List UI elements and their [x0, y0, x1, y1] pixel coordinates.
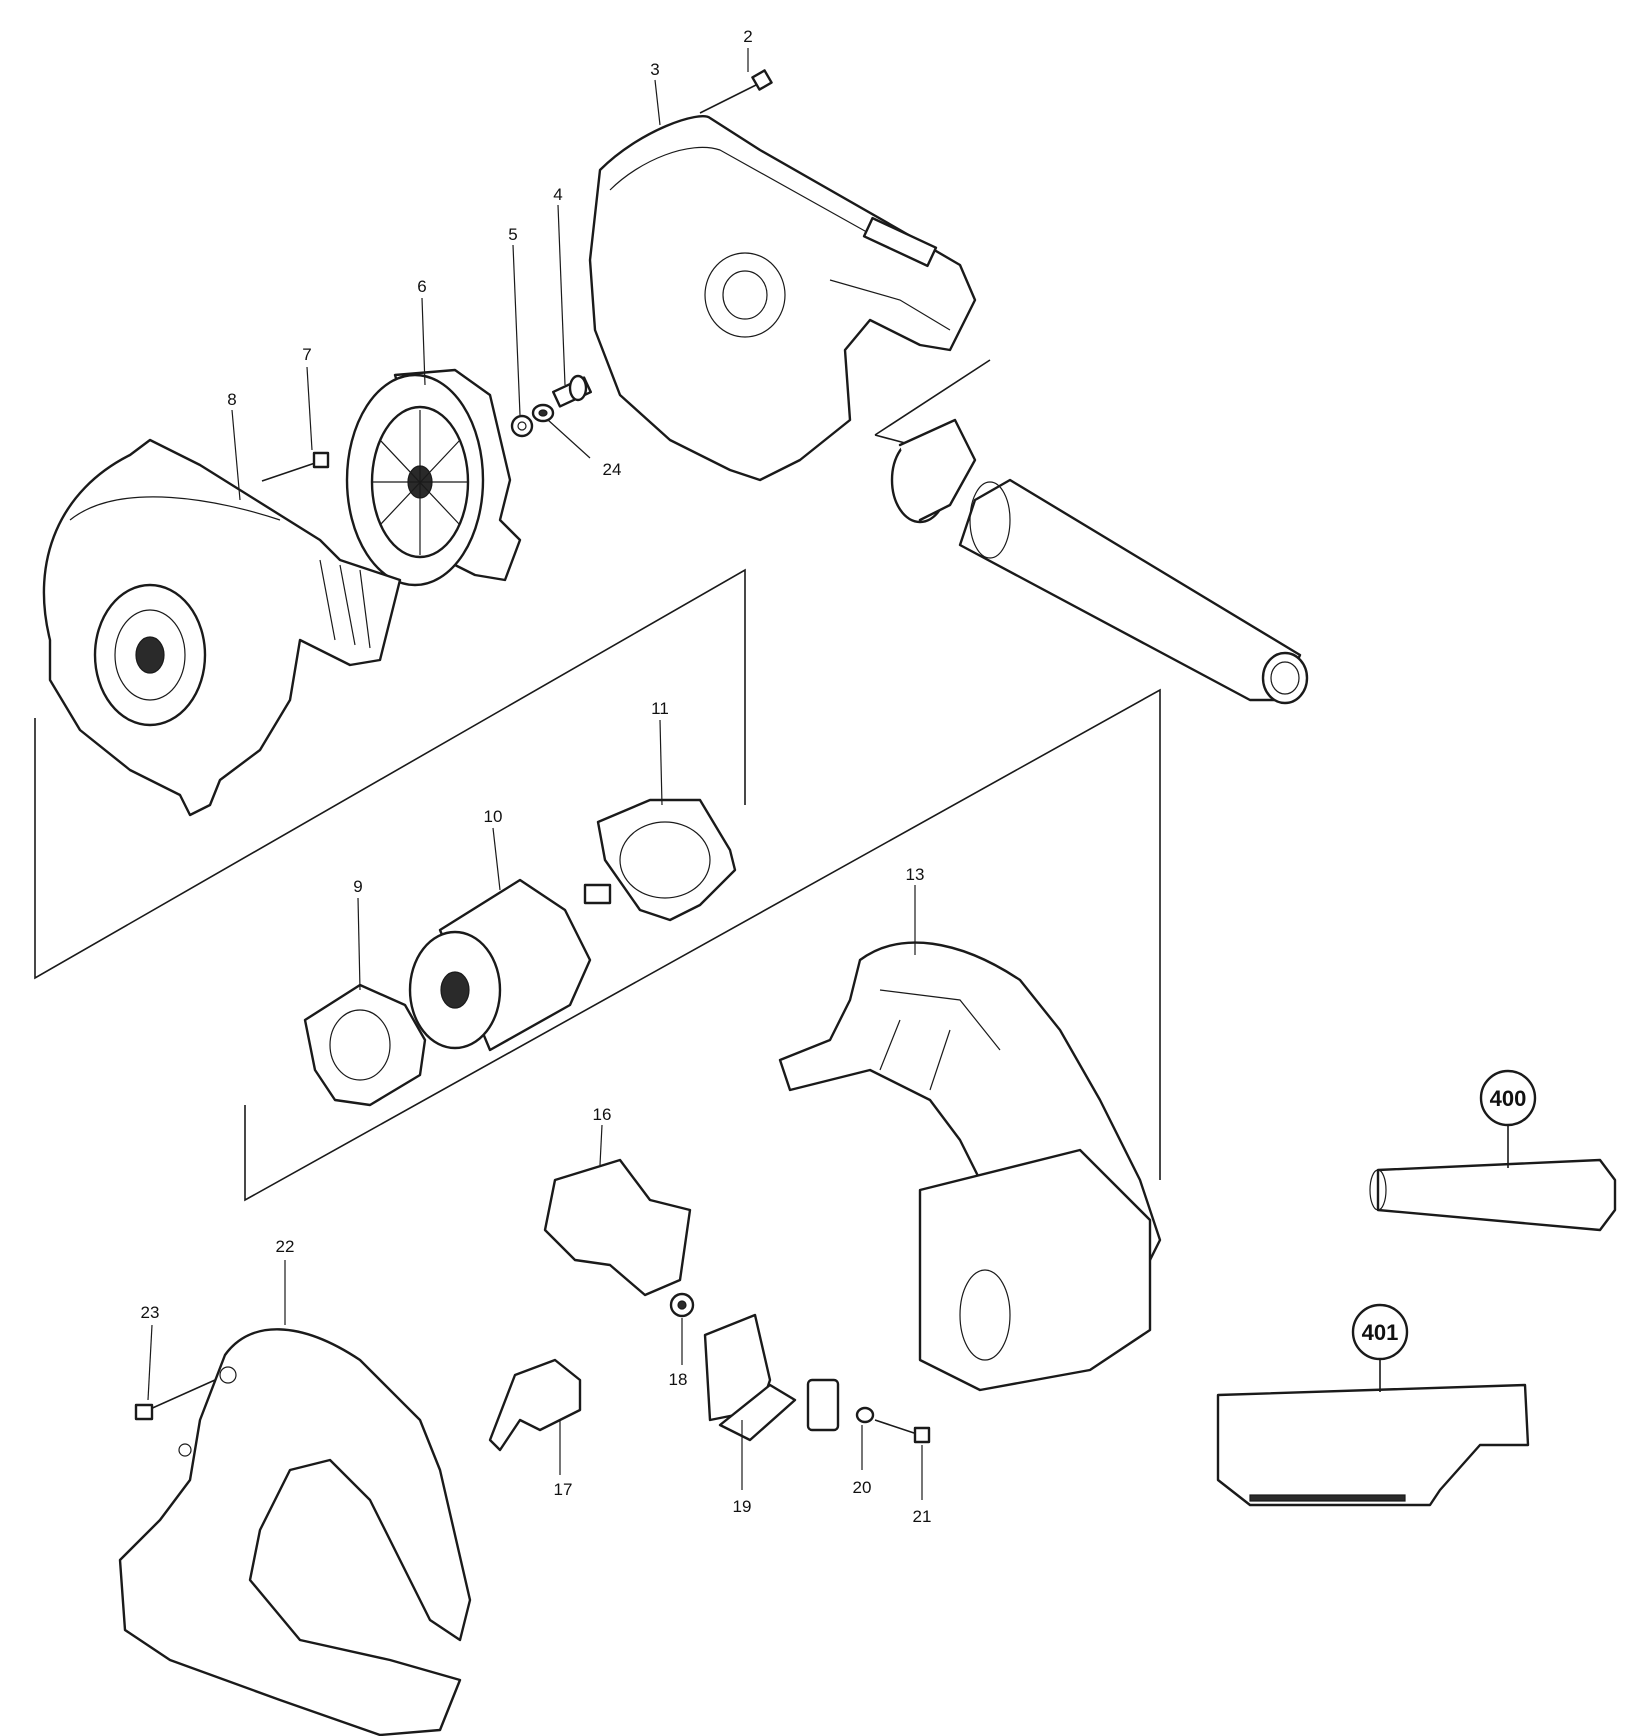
- screw-part-7: [261, 451, 330, 482]
- washer-part-5: [510, 414, 534, 438]
- callout-labels: 2 3 4 5 6 7 8 24 10 11 9 13 16 18 17 19 …: [141, 27, 1527, 1526]
- flat-nozzle-401: [1216, 1303, 1530, 1507]
- callout-400: 400: [1490, 1086, 1527, 1111]
- motor-group-outline: [244, 688, 1161, 1202]
- motor-part-10: [408, 878, 612, 1052]
- nozzle-extension-400: [1369, 1069, 1617, 1232]
- fan-impeller: [345, 368, 522, 587]
- motor-housing-part-13: [778, 941, 1162, 1392]
- callout-9: 9: [353, 877, 362, 896]
- nozzle-collar: [890, 418, 977, 524]
- callout-6: 6: [417, 277, 426, 296]
- callout-2: 2: [743, 27, 752, 46]
- fan-housing: [42, 438, 402, 817]
- washer-part-24: [531, 403, 555, 423]
- motor-ring-part-11: [596, 798, 737, 922]
- callout-4: 4: [553, 185, 562, 204]
- callout-3: 3: [650, 60, 659, 79]
- callout-13: 13: [906, 865, 925, 884]
- callout-20: 20: [853, 1478, 872, 1497]
- switch-part-16: [543, 1158, 692, 1297]
- callout-401: 401: [1362, 1320, 1399, 1345]
- callout-18: 18: [669, 1370, 688, 1389]
- callout-10: 10: [484, 807, 503, 826]
- bolt-part-4: [552, 374, 592, 408]
- blower-nozzle-tube: [958, 478, 1309, 705]
- washer-part-20: [855, 1406, 875, 1424]
- callout-21: 21: [913, 1507, 932, 1526]
- nut-part-18: [669, 1292, 695, 1318]
- screw-part-23: [134, 1379, 216, 1421]
- bracket-part-19: [703, 1313, 797, 1442]
- callout-17: 17: [554, 1480, 573, 1499]
- callout-19: 19: [733, 1497, 752, 1516]
- side-cover-part-22: [118, 1328, 472, 1736]
- callout-16: 16: [593, 1105, 612, 1124]
- callout-8: 8: [227, 390, 236, 409]
- capacitor: [806, 1378, 840, 1432]
- callout-7: 7: [302, 345, 311, 364]
- callout-11: 11: [651, 699, 669, 718]
- callout-24: 24: [603, 460, 622, 479]
- fan-housing-group-outline: [34, 568, 746, 980]
- leader-lines: [147, 48, 923, 1500]
- blower-upper-cover: [588, 115, 977, 482]
- screw-part-21: [874, 1419, 931, 1444]
- callout-5: 5: [508, 225, 517, 244]
- screw-part-2: [699, 69, 773, 114]
- callout-22: 22: [276, 1237, 295, 1256]
- brush-holder-part-9: [303, 983, 427, 1107]
- terminal-part-17: [488, 1358, 582, 1452]
- callout-23: 23: [141, 1303, 160, 1322]
